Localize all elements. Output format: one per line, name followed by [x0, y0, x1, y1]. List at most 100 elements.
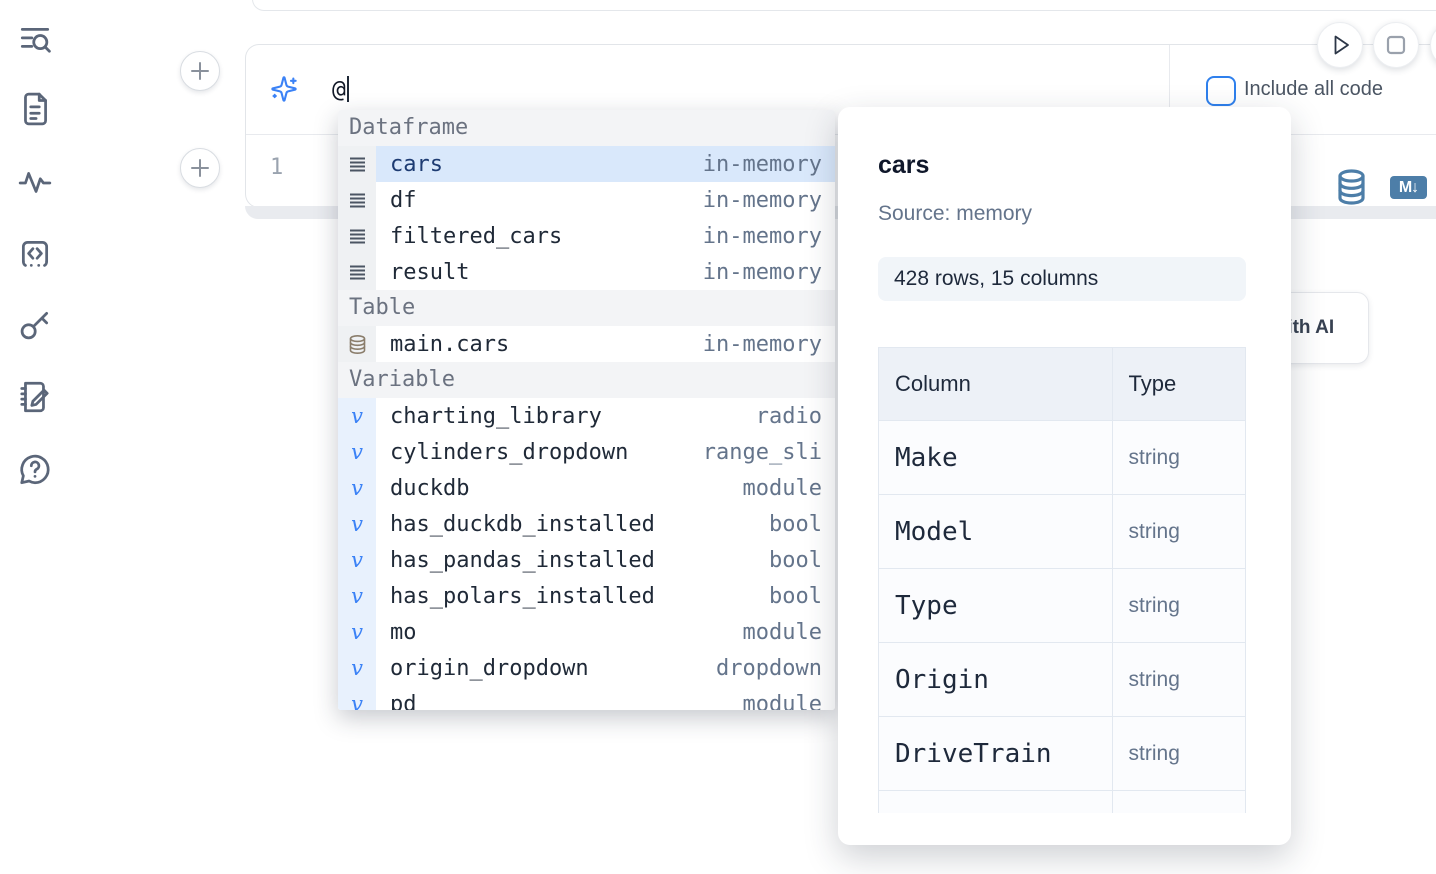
autocomplete-item-name: has_duckdb_installed [390, 511, 655, 537]
variable-icon: v [338, 650, 376, 686]
key-icon[interactable] [17, 307, 53, 343]
variable-icon: v [338, 506, 376, 542]
schema-column-type: string [1111, 568, 1246, 643]
popup-shape-badge: 428 rows, 15 columns [878, 257, 1246, 301]
autocomplete-item-name: mo [390, 619, 417, 645]
schema-row [878, 790, 1246, 813]
file-document-icon[interactable] [17, 91, 53, 127]
autocomplete-section-header: Dataframe [338, 110, 835, 146]
add-cell-button-bottom[interactable] [180, 148, 220, 188]
autocomplete-item-type: in-memory [702, 151, 822, 177]
variable-icon: v [351, 619, 363, 644]
help-chat-icon[interactable] [17, 452, 53, 488]
variable-icon: v [351, 511, 363, 536]
autocomplete-item-type: in-memory [702, 331, 822, 357]
markdown-icon[interactable]: M↓ [1390, 176, 1427, 199]
activity-icon[interactable] [17, 165, 53, 201]
autocomplete-item-type: in-memory [702, 223, 822, 249]
schema-column-name: Model [878, 494, 1113, 569]
autocomplete-item-mo[interactable]: v mo module [338, 614, 835, 650]
variable-icon: v [351, 655, 363, 680]
autocomplete-item-name: charting_library [390, 403, 602, 429]
stop-button[interactable] [1373, 22, 1419, 68]
autocomplete-item-name: origin_dropdown [390, 655, 589, 681]
dataframe-rows-icon [338, 254, 376, 290]
schema-column-name: Origin [878, 642, 1113, 717]
autocomplete-item-name: main.cars [390, 331, 510, 357]
previous-cell-edge [252, 0, 1436, 11]
autocomplete-section-header: Table [338, 290, 835, 326]
text-cursor [346, 76, 349, 102]
autocomplete-item-has_duckdb_installed[interactable]: v has_duckdb_installed bool [338, 506, 835, 542]
autocomplete-item-type: module [742, 619, 822, 645]
variable-icon: v [338, 542, 376, 578]
scratchpad-icon[interactable] [17, 379, 53, 415]
variable-icon: v [351, 439, 363, 464]
schema-column-name [878, 790, 1113, 813]
autocomplete-item-type: bool [769, 583, 822, 609]
schema-header-type: Type [1111, 347, 1246, 421]
variable-icon: v [351, 547, 363, 572]
autocomplete-item-main: mo module [376, 614, 835, 650]
autocomplete-item-main: main.cars in-memory [376, 326, 835, 362]
add-cell-button-top[interactable] [180, 51, 220, 91]
autocomplete-item-cars[interactable]: cars in-memory [338, 146, 835, 182]
prompt-options-divider [1169, 45, 1170, 134]
variable-icon: v [338, 434, 376, 470]
autocomplete-item-name: df [390, 187, 417, 213]
dataframe-rows-icon [338, 182, 376, 218]
autocomplete-section-header: Variable [338, 362, 835, 398]
autocomplete-item-type: bool [769, 511, 822, 537]
variable-icon: v [338, 398, 376, 434]
ai-prompt-input[interactable]: @ [332, 73, 932, 107]
database-icon[interactable] [1337, 169, 1366, 205]
include-all-code-checkbox[interactable] [1206, 76, 1236, 106]
autocomplete-item-name: cars [390, 151, 443, 177]
autocomplete-item-type: range_sli [702, 439, 822, 465]
autocomplete-item-name: pd [390, 691, 417, 711]
toc-search-icon[interactable] [17, 22, 53, 58]
schema-column-name: Make [878, 420, 1113, 495]
editor-line-number: 1 [270, 155, 284, 180]
dataframe-rows-icon [338, 146, 376, 182]
snippets-icon[interactable] [17, 236, 53, 272]
variable-icon: v [338, 614, 376, 650]
schema-column-type: string [1111, 716, 1246, 791]
autocomplete-item-main: cars in-memory [376, 146, 835, 182]
prompt-value: @ [332, 77, 346, 103]
autocomplete-item-type: bool [769, 547, 822, 573]
schema-column-type: string [1111, 420, 1246, 495]
autocomplete-item-main-cars[interactable]: main.cars in-memory [338, 326, 835, 362]
run-cell-button[interactable] [1317, 22, 1363, 68]
variable-icon: v [338, 578, 376, 614]
sparkles-icon [270, 75, 298, 103]
schema-column-name: DriveTrain [878, 716, 1113, 791]
schema-column-name: Type [878, 568, 1113, 643]
